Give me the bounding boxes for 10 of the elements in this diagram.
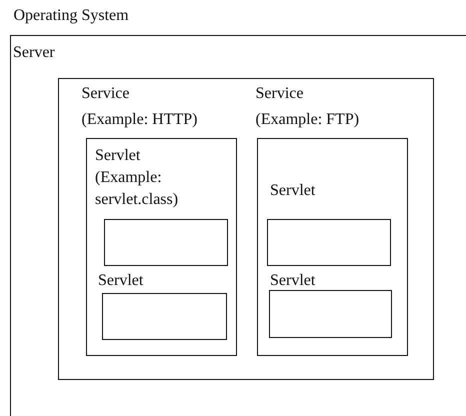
box-heading: Servlet (Example: servlet.class) bbox=[95, 146, 180, 210]
box-heading: Operating System bbox=[14, 6, 129, 26]
box-heading: Servlet bbox=[270, 271, 316, 291]
box-subheading: (Example: FTP) bbox=[256, 110, 360, 130]
box-heading: Service bbox=[256, 84, 304, 104]
box-subheading: (Example: HTTP) bbox=[82, 110, 198, 130]
box-heading: Servlet bbox=[98, 271, 144, 291]
box-heading: Servlet bbox=[270, 181, 316, 201]
box-heading: Service bbox=[82, 84, 130, 104]
box-heading: Server bbox=[13, 43, 55, 63]
